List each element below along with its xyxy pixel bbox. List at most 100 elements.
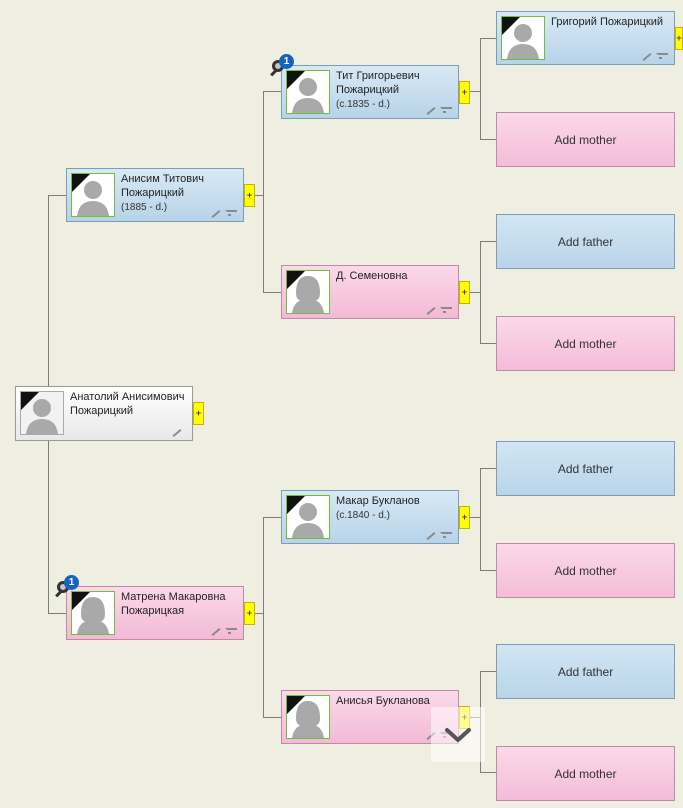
expand-button[interactable]: +	[244, 184, 255, 207]
scroll-down-button[interactable]	[431, 707, 485, 762]
connector	[263, 717, 281, 718]
expand-button[interactable]: +	[193, 402, 204, 425]
silhouette-icon	[501, 16, 545, 60]
connector	[263, 91, 264, 292]
person-name: Д. Семеновна	[336, 270, 408, 282]
connector	[470, 517, 480, 518]
pencil-icon[interactable]	[426, 531, 436, 540]
silhouette-icon	[71, 591, 115, 635]
silhouette-icon	[20, 391, 64, 435]
person-card-father[interactable]: Анисим Титович Пожарицкий (1885 - d.)	[66, 168, 244, 222]
connector	[263, 517, 281, 518]
edit-tools[interactable]	[426, 530, 452, 540]
person-dates: (c.1840 - d.)	[336, 510, 390, 521]
edit-tools[interactable]	[211, 626, 237, 636]
person-card-maternal-grandfather[interactable]: Макар Букланов (c.1840 - d.)	[281, 490, 459, 544]
connector	[480, 241, 481, 343]
connector	[480, 343, 496, 344]
person-card-mother[interactable]: Матрена Макаровна Пожарицкая	[66, 586, 244, 640]
tree-icon[interactable]	[225, 627, 237, 636]
tree-icon[interactable]	[225, 209, 237, 218]
connector	[48, 613, 66, 614]
person-card-paternal-grandfather[interactable]: Тит Григорьевич Пожарицкий (c.1835 - d.)	[281, 65, 459, 119]
mourning-ribbon	[72, 592, 90, 610]
hints-count: 1	[279, 54, 294, 69]
connector	[480, 772, 496, 773]
expand-button[interactable]: +	[459, 506, 470, 529]
pencil-icon[interactable]	[642, 52, 652, 61]
person-name: Матрена Макаровна Пожарицкая	[121, 591, 226, 617]
expand-button[interactable]: +	[244, 602, 255, 625]
chevron-down-icon	[445, 727, 471, 742]
add-mother-button[interactable]: Add mother	[496, 543, 675, 598]
edit-tools[interactable]	[642, 51, 668, 61]
connector	[263, 292, 281, 293]
hints-badge[interactable]: 1	[270, 54, 296, 80]
silhouette-icon	[286, 70, 330, 114]
expand-button[interactable]: +	[459, 81, 470, 104]
add-father-button[interactable]: Add father	[496, 644, 675, 699]
connector	[480, 38, 496, 39]
expand-button[interactable]: +	[675, 27, 683, 50]
person-card-great-grandfather[interactable]: Григорий Пожарицкий	[496, 11, 675, 65]
person-name: Анатолий Анисимович Пожарицкий	[70, 391, 185, 417]
add-mother-button[interactable]: Add mother	[496, 112, 675, 167]
tree-icon[interactable]	[440, 106, 452, 115]
pencil-icon[interactable]	[211, 209, 221, 218]
mourning-ribbon	[287, 696, 305, 714]
add-mother-button[interactable]: Add mother	[496, 746, 675, 801]
connector	[255, 195, 263, 196]
mourning-ribbon	[287, 271, 305, 289]
silhouette-icon	[286, 270, 330, 314]
mourning-ribbon	[287, 71, 305, 89]
add-mother-button[interactable]: Add mother	[496, 316, 675, 371]
connector	[263, 91, 281, 92]
hints-badge[interactable]: 1	[55, 575, 81, 601]
connector	[263, 517, 264, 717]
edit-tools[interactable]	[426, 105, 452, 115]
mourning-ribbon	[502, 17, 520, 35]
mourning-ribbon	[21, 392, 39, 410]
person-dates: (c.1835 - d.)	[336, 99, 390, 110]
expand-button[interactable]: +	[459, 281, 470, 304]
pencil-icon[interactable]	[426, 106, 436, 115]
connector	[480, 38, 481, 139]
person-card-paternal-grandmother[interactable]: Д. Семеновна	[281, 265, 459, 319]
magnifier-handle	[270, 68, 278, 77]
person-card-root[interactable]: Анатолий Анисимович Пожарицкий	[15, 386, 193, 441]
person-name: Тит Григорьевич Пожарицкий	[336, 70, 420, 96]
add-father-button[interactable]: Add father	[496, 441, 675, 496]
person-name: Анисим Титович Пожарицкий	[121, 173, 204, 199]
connector	[480, 139, 496, 140]
hints-count: 1	[64, 575, 79, 590]
edit-tools[interactable]	[172, 427, 186, 437]
tree-icon[interactable]	[440, 306, 452, 315]
person-card-maternal-grandmother[interactable]: Анисья Букланова	[281, 690, 459, 744]
add-father-button[interactable]: Add father	[496, 214, 675, 269]
mourning-ribbon	[287, 496, 305, 514]
tree-icon[interactable]	[440, 531, 452, 540]
connector	[480, 468, 496, 469]
connector	[470, 91, 480, 92]
connector	[48, 195, 66, 196]
person-name: Макар Букланов	[336, 495, 420, 507]
pencil-icon[interactable]	[211, 627, 221, 636]
pencil-icon[interactable]	[172, 428, 182, 437]
pencil-icon[interactable]	[426, 306, 436, 315]
person-dates: (1885 - d.)	[121, 202, 168, 213]
connector	[470, 292, 480, 293]
magnifier-handle	[55, 589, 63, 598]
edit-tools[interactable]	[211, 208, 237, 218]
connector	[480, 468, 481, 570]
person-name: Григорий Пожарицкий	[551, 16, 663, 28]
person-name: Анисья Букланова	[336, 695, 430, 707]
connector	[480, 241, 496, 242]
connector	[480, 570, 496, 571]
mourning-ribbon	[72, 174, 90, 192]
connector	[255, 613, 263, 614]
tree-icon[interactable]	[656, 52, 668, 61]
connector	[480, 671, 496, 672]
edit-tools[interactable]	[426, 305, 452, 315]
silhouette-icon	[71, 173, 115, 217]
